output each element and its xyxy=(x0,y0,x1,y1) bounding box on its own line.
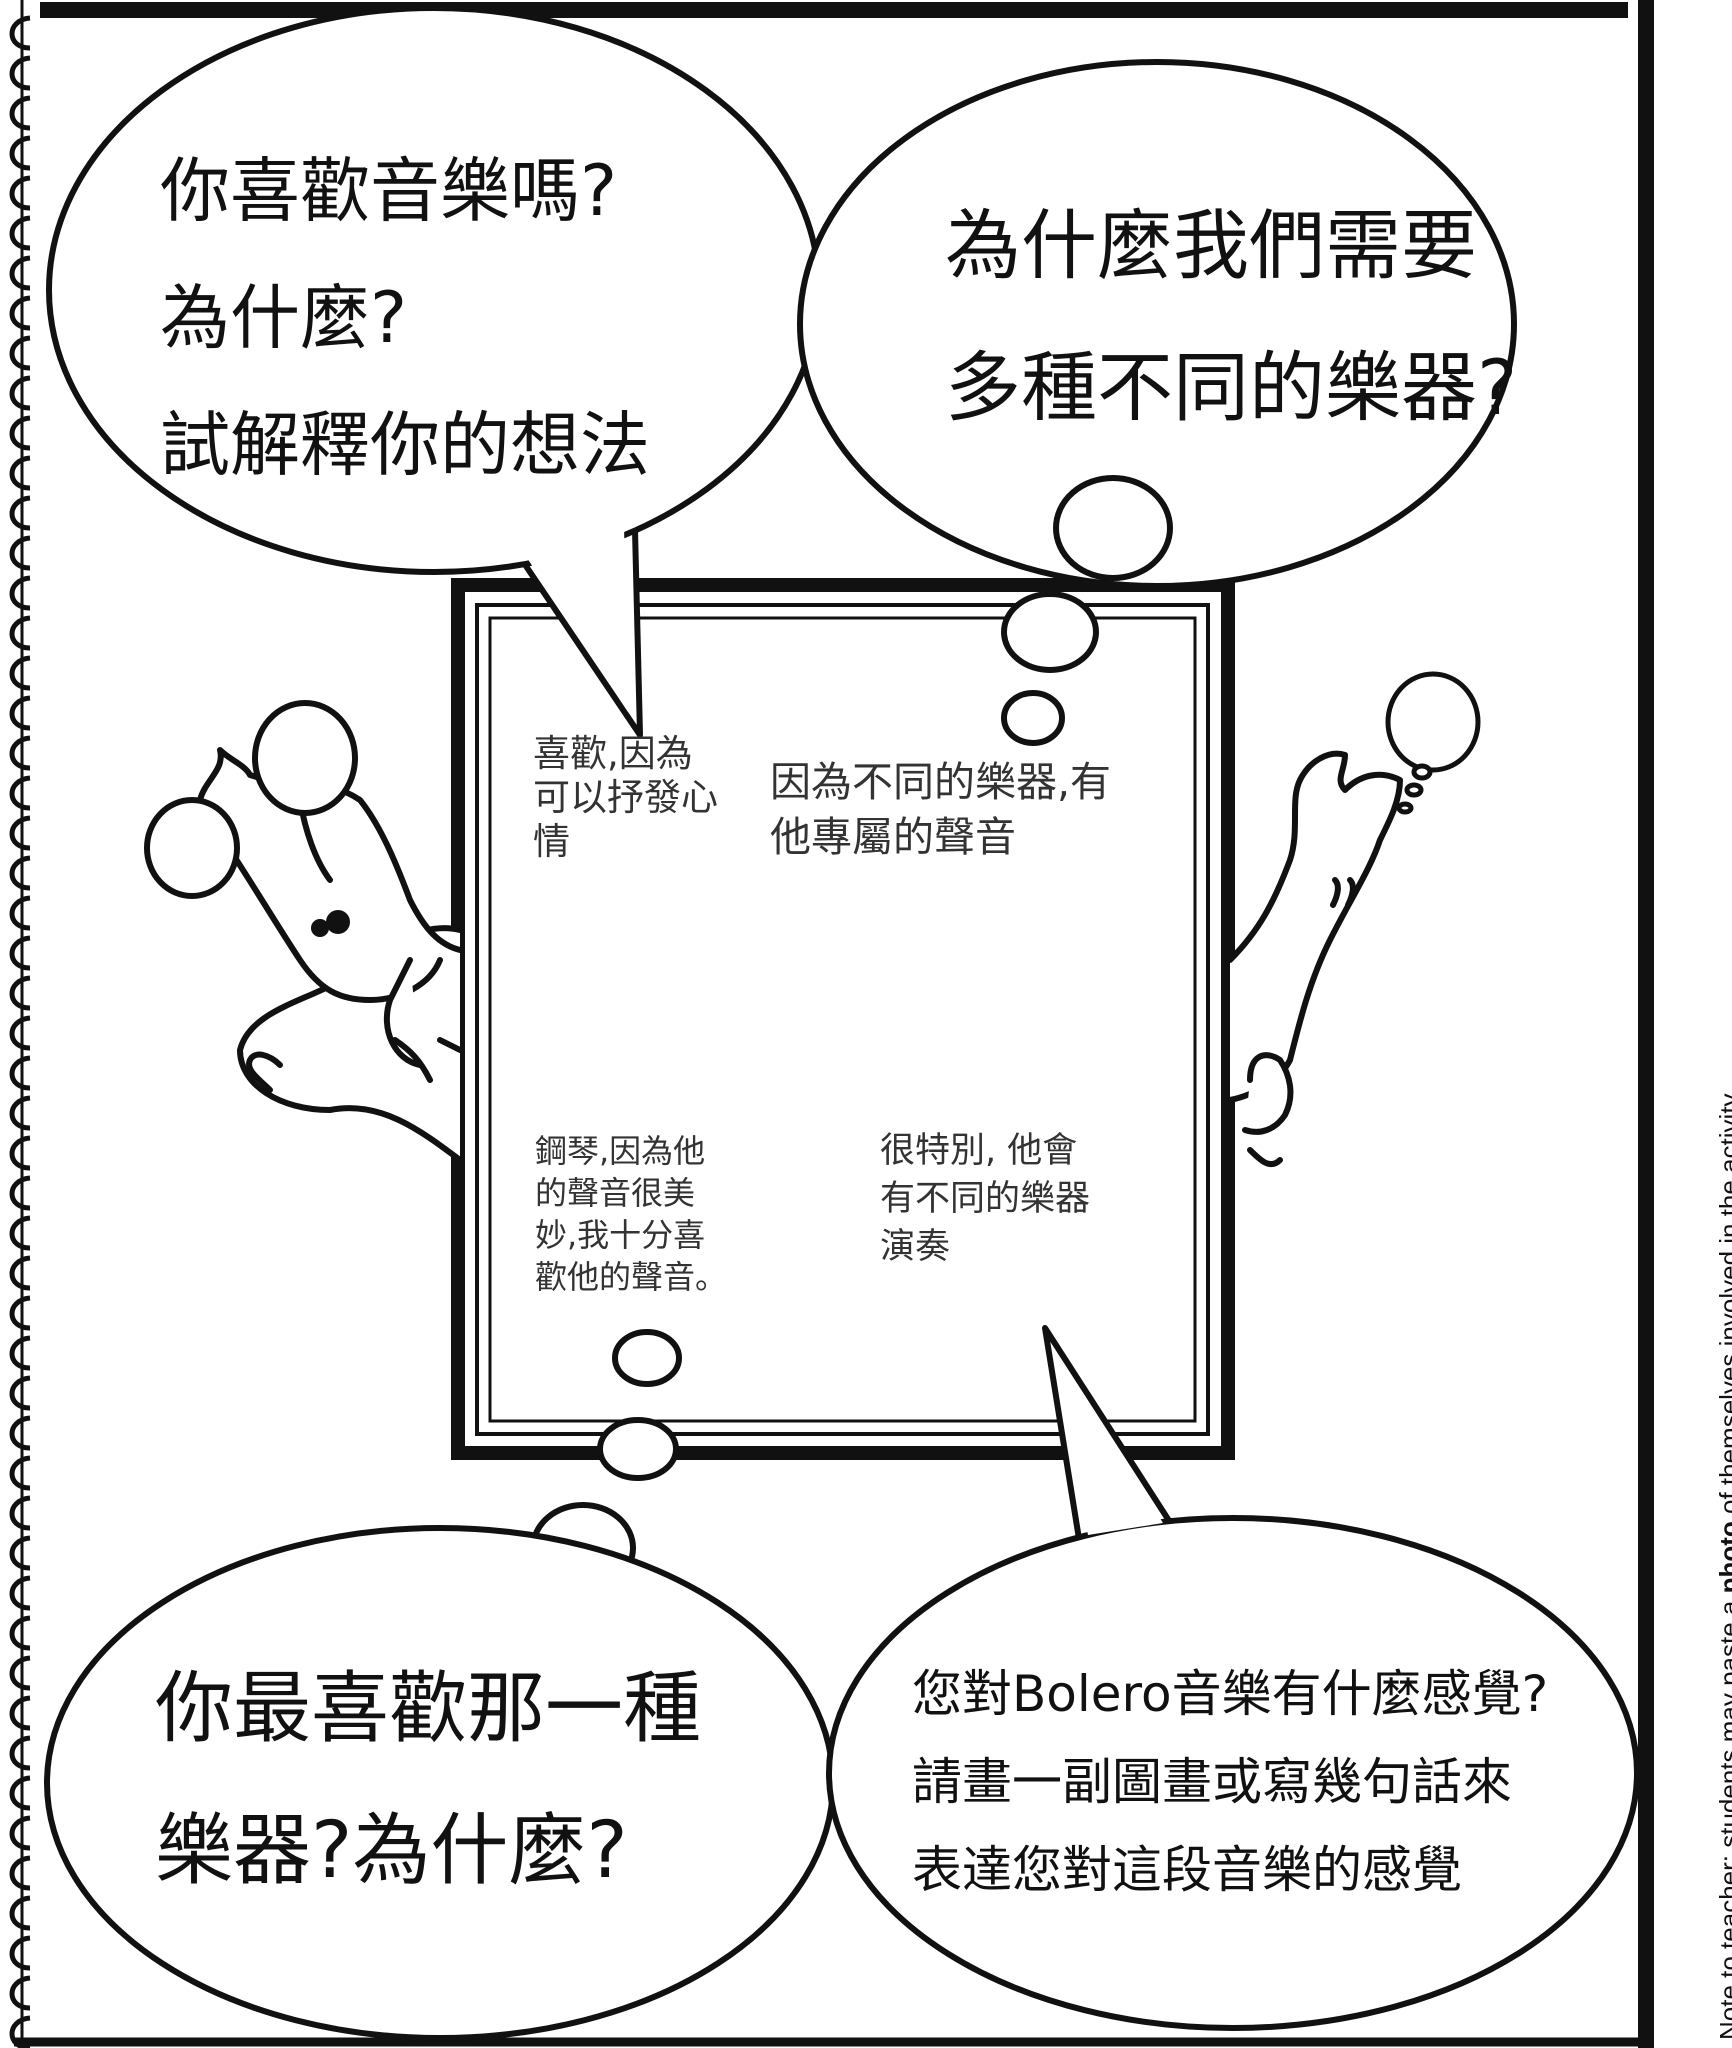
spiral-loop xyxy=(9,935,31,971)
spiral-binding xyxy=(9,15,31,2048)
spiral-loop xyxy=(9,1575,31,1611)
spiral-loop xyxy=(9,775,31,811)
answer-top-left: 喜歡,因為 可以抒發心 情 xyxy=(533,732,718,863)
spiral-loop xyxy=(9,855,31,891)
spiral-loop xyxy=(9,1855,31,1891)
spiral-loop xyxy=(9,55,31,91)
spiral-loop xyxy=(9,615,31,651)
answer-bottom-left: 鋼琴,因為他 的聲音很美 妙,我十分喜 歡他的聲音。 xyxy=(535,1132,728,1296)
speech-bubble-bottom-right xyxy=(826,1325,1640,2031)
spiral-loop xyxy=(9,655,31,691)
spiral-loop xyxy=(9,1375,31,1411)
spiral-loop xyxy=(9,1015,31,1051)
spiral-loop xyxy=(9,2015,31,2048)
spiral-loop xyxy=(9,735,31,771)
spiral-loop xyxy=(9,695,31,731)
center-board xyxy=(451,578,1235,1460)
spiral-loop xyxy=(9,1255,31,1291)
spiral-loop xyxy=(9,575,31,611)
spiral-loop xyxy=(9,1935,31,1971)
spiral-loop xyxy=(9,1655,31,1691)
thought-bubble-top-right xyxy=(797,59,1517,746)
spiral-loop xyxy=(9,1055,31,1091)
spiral-loop xyxy=(9,215,31,251)
question-top-left: 你喜歡音樂嗎? 為什麼? 試解釋你的想法 xyxy=(160,150,650,486)
spiral-loop xyxy=(9,1455,31,1491)
teacher-note: Note to teacher: students may paste a ph… xyxy=(1714,1088,1732,2040)
spiral-loop xyxy=(9,175,31,211)
spiral-loop xyxy=(9,1535,31,1571)
left-character xyxy=(196,747,463,1163)
spiral-loop xyxy=(9,1615,31,1651)
spiral-loop xyxy=(9,1335,31,1371)
spiral-loop xyxy=(9,1295,31,1331)
spiral-loop xyxy=(9,15,31,51)
question-bottom-right: 您對Bolero音樂有什麼感覺? 請畫一副圖畫或寫幾句話來 表達您對這段音樂的感… xyxy=(912,1665,1549,1899)
spiral-loop xyxy=(9,255,31,291)
right-thought-bubbles xyxy=(1385,671,1481,815)
question-bottom-left: 你最喜歡那一種 樂器?為什麼? xyxy=(155,1664,702,1896)
spiral-loop xyxy=(9,375,31,411)
left-thought-bubbles xyxy=(144,700,358,899)
spiral-loop xyxy=(9,1095,31,1131)
spiral-loop xyxy=(9,1175,31,1211)
spiral-loop xyxy=(9,455,31,491)
spiral-loop xyxy=(9,1135,31,1171)
spiral-loop xyxy=(9,1495,31,1531)
spiral-loop xyxy=(9,815,31,851)
speech-bubble-top-left xyxy=(46,5,822,738)
spiral-loop xyxy=(9,975,31,1011)
spiral-loop xyxy=(9,135,31,171)
thought-bubble-bottom-left xyxy=(44,1329,836,2041)
spiral-loop xyxy=(9,415,31,451)
question-top-right: 為什麼我們需要 多種不同的樂器? xyxy=(945,201,1518,432)
answer-bottom-right: 很特別, 他會 有不同的樂器 演奏 xyxy=(880,1131,1091,1267)
spiral-loop xyxy=(9,295,31,331)
spiral-loop xyxy=(9,1895,31,1931)
spiral-loop xyxy=(9,1215,31,1251)
spiral-loop xyxy=(9,895,31,931)
spiral-loop xyxy=(9,495,31,531)
right-character xyxy=(1227,750,1403,1168)
spiral-loop xyxy=(9,1415,31,1451)
spiral-loop xyxy=(9,95,31,131)
spiral-loop xyxy=(9,535,31,571)
spiral-loop xyxy=(9,1695,31,1731)
spiral-loop xyxy=(9,335,31,371)
spiral-loop xyxy=(9,1815,31,1851)
spiral-loop xyxy=(9,1775,31,1811)
spiral-loop xyxy=(9,1975,31,2011)
answer-top-right: 因為不同的樂器,有 他專屬的聲音 xyxy=(770,758,1112,861)
spiral-loop xyxy=(9,1735,31,1771)
